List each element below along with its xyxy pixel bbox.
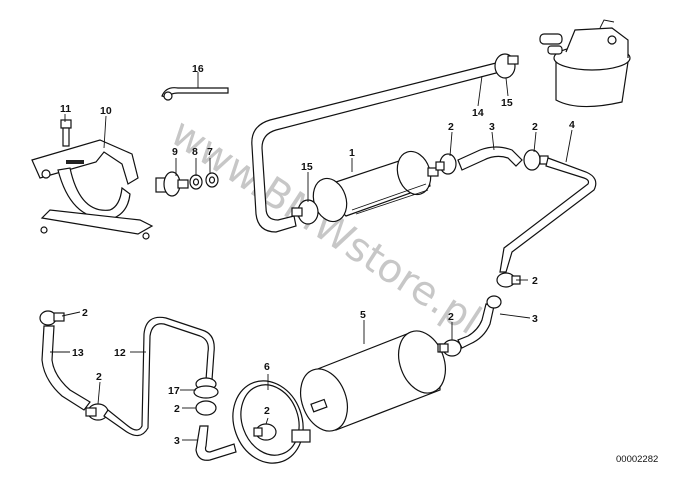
bolt [60,119,72,147]
hose-clamp [494,53,519,79]
tank-strap [232,380,311,464]
callout-2-tank: 2 [448,311,454,323]
hose-clamp [435,153,457,175]
callout-7: 7 [207,146,213,158]
hose-clamp [195,400,217,416]
callout-8: 8 [192,146,198,158]
callout-labels: 16 11 10 9 8 7 15 1 2 3 2 4 14 15 2 3 2 … [60,63,575,447]
callout-2-upper-b: 2 [532,121,538,133]
callout-10: 10 [100,105,112,117]
washer [205,172,219,188]
fuel-filter-housing [539,19,631,108]
callout-2-pipe: 2 [532,275,538,287]
rubber-mount [155,171,189,197]
callout-15-pump: 15 [301,161,313,173]
callout-3-lower: 3 [174,435,180,447]
watermark: www.BMWstore.pl [163,110,489,344]
fuel-reservoir [300,330,451,432]
hose-clamp [486,295,502,309]
hose-clamp [439,339,462,357]
callout-12: 12 [114,347,126,359]
callout-16: 16 [192,63,204,75]
callout-1: 1 [349,147,355,159]
callout-2-strap: 2 [264,405,270,417]
diagram-reference-number: 00002282 [616,454,658,465]
hose-clamp [85,403,109,421]
fuel-pipe [103,316,215,437]
callout-6: 6 [264,361,270,373]
callout-17: 17 [168,385,180,397]
callout-14: 14 [472,107,484,119]
hose-clamp [523,149,549,171]
callout-9: 9 [172,146,178,158]
grommet [193,377,219,399]
leader-lines [50,72,573,441]
callout-15-filter: 15 [501,97,513,109]
fuel-pump [312,150,439,223]
callout-5: 5 [360,309,366,321]
connecting-hose [457,146,523,171]
callout-2-left-top: 2 [82,307,88,319]
connecting-hose [41,325,91,411]
fuel-pipe [499,157,597,273]
callout-4: 4 [569,119,575,131]
hose-clamp [253,423,277,441]
callout-2-left-bottom: 2 [96,371,102,383]
hose-clamp [39,310,65,326]
callout-13: 13 [72,347,84,359]
callout-11: 11 [60,103,71,115]
callout-3-upper: 3 [489,121,495,133]
callout-2-upper-a: 2 [448,121,454,133]
pump-bracket [31,139,154,240]
callout-3-right: 3 [532,313,538,325]
nut [189,174,203,190]
callout-2-grommet: 2 [174,403,180,415]
connecting-hose [195,425,237,461]
connecting-hose [457,303,495,349]
